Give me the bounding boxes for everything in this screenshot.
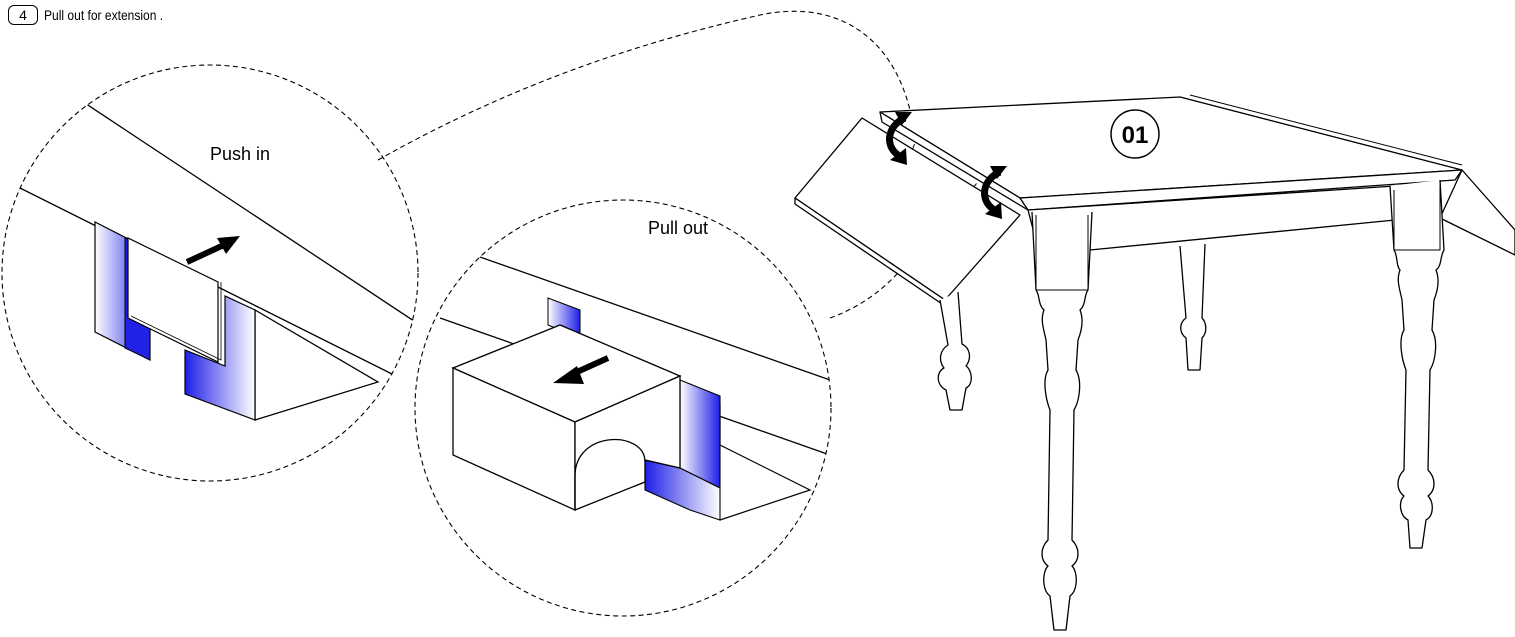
detail-pull-out: Pull out — [414, 199, 832, 617]
rotate-arrow-icon — [886, 112, 912, 165]
direction-arrow-icon — [553, 355, 610, 384]
part-id-badge: 01 — [1110, 109, 1160, 159]
direction-arrow-icon — [185, 236, 240, 265]
instruction-step: 4 Pull out for extension . — [8, 4, 183, 26]
rotate-arrow-icon — [981, 166, 1007, 219]
label-pull-out: Pull out — [648, 218, 708, 238]
table-illustration — [794, 94, 1515, 631]
step-instruction-text: Pull out for extension . — [44, 7, 164, 23]
part-id-label: 01 — [1122, 122, 1149, 149]
detail-push-in: Push in — [1, 64, 419, 482]
label-push-in: Push in — [210, 144, 270, 164]
step-number-badge: 4 — [8, 5, 38, 25]
